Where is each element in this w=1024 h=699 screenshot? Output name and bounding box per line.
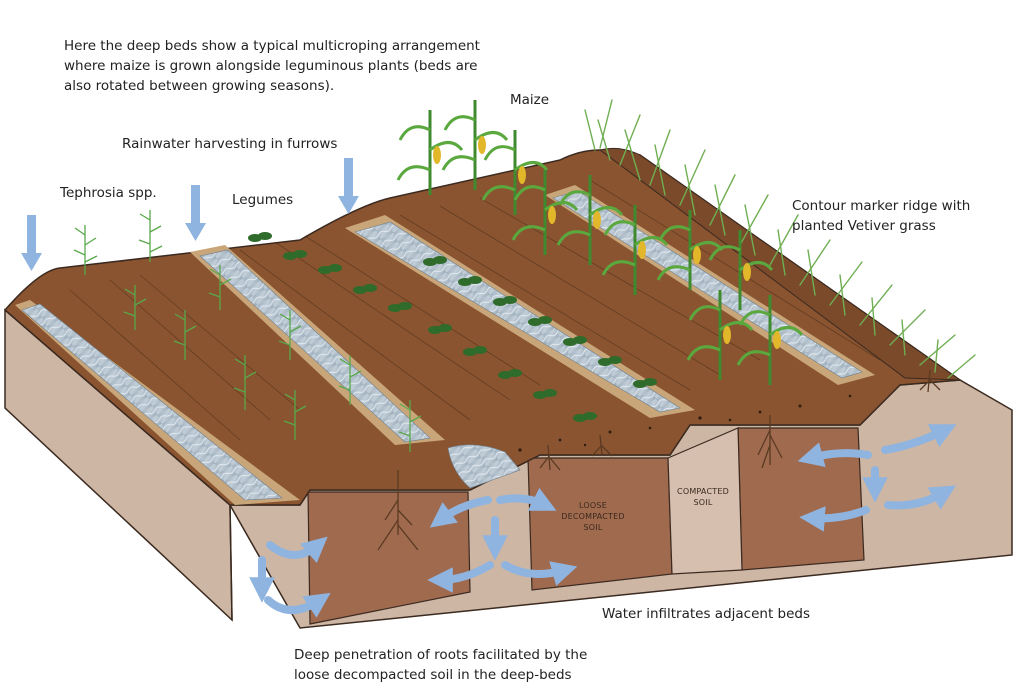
rain-arrow-icon: [185, 185, 206, 241]
rain-arrow-icon: [21, 215, 42, 271]
legume-plant-icon: [283, 250, 307, 260]
tephrosia-plant-icon: [283, 390, 307, 440]
legume-plant-icon: [248, 232, 272, 242]
water-flow-arrow-icon: [501, 561, 578, 586]
maize-plant-icon: [441, 100, 509, 190]
legume-plant-icon: [423, 256, 447, 266]
tephrosia-plant-icon: [233, 355, 257, 410]
root-icon: [377, 470, 419, 551]
root-icon: [757, 415, 783, 469]
tephrosia-plant-icon: [138, 210, 163, 262]
legume-plant-icon: [573, 412, 597, 422]
tephrosia-plant-icon: [173, 310, 197, 360]
field-surface: [3, 147, 963, 506]
legume-plant-icon: [428, 324, 452, 334]
maize-label: Maize: [510, 92, 550, 108]
maize-plant-icon: [601, 205, 669, 295]
compacted-soil-label: COMPACTED SOIL: [677, 487, 729, 507]
water-flow-arrow-icon: [881, 424, 957, 454]
compacted-soil-column: [667, 427, 743, 575]
maize-plants: [396, 100, 804, 385]
legume-plant-icon: [388, 302, 412, 312]
roots-label: Deep penetration of roots facilitated by…: [294, 647, 588, 683]
legume-plant-icon: [598, 356, 622, 366]
tephrosia-plant-icon: [278, 310, 302, 360]
water-flow-arrow-icon: [264, 592, 331, 618]
tephrosia-plant-icon: [73, 225, 98, 275]
legume-plant-icon: [458, 276, 482, 286]
water-flow-arrow-icon: [799, 506, 870, 532]
maize-plant-icon: [481, 130, 549, 215]
legume-plant-icon: [533, 389, 557, 399]
tephrosia-label: Tephrosia spp.: [60, 185, 157, 201]
root-icon: [539, 444, 561, 471]
legume-plant-icon: [563, 336, 587, 346]
tephrosia-plant-icon: [398, 400, 422, 452]
water-flow-arrow-icon: [429, 496, 492, 528]
water-flow-arrow-icon: [797, 442, 872, 468]
legume-plant-icon: [498, 369, 522, 379]
infiltration-label: Water infiltrates adjacent beds: [602, 606, 811, 622]
legume-plant-icon: [493, 296, 517, 306]
vetiver-grass-icon: [584, 99, 976, 379]
water-flow-arrow-icon: [427, 561, 494, 593]
legume-plant-icon: [463, 346, 487, 356]
legume-plant-icon: [633, 378, 657, 388]
intro-text: Here the deep beds show a typical multic…: [64, 38, 480, 94]
rain-arrows: [21, 158, 359, 271]
legume-plants: [248, 232, 657, 422]
tephrosia-plant-icon: [123, 285, 147, 330]
roots: [377, 369, 941, 551]
root-icon: [919, 369, 941, 393]
legume-plant-icon: [353, 284, 377, 294]
maize-plant-icon: [396, 110, 464, 195]
tephrosia-plant-icon: [338, 355, 362, 405]
tephrosia-plant-icon: [208, 265, 232, 310]
water-flow-arrows: [249, 424, 957, 618]
tephrosia-plants: [73, 210, 422, 452]
rainwater-label: Rainwater harvesting in furrows: [122, 136, 338, 152]
water-flow-arrow-icon: [884, 485, 957, 510]
legume-plant-icon: [318, 264, 342, 274]
maize-plant-icon: [686, 290, 754, 380]
maize-plant-icon: [708, 230, 774, 310]
root-icon: [591, 434, 613, 457]
water-flow-arrow-icon: [266, 536, 328, 564]
water-flow-arrow-icon: [496, 487, 557, 511]
contour-ridge-label: Contour marker ridge with planted Vetive…: [792, 198, 971, 234]
loose-soil-label: LOOSE DECOMPACTED SOIL: [561, 501, 625, 532]
maize-plant-icon: [556, 175, 624, 265]
rain-arrow-icon: [338, 158, 359, 214]
legume-plant-icon: [528, 316, 552, 326]
legumes-label: Legumes: [232, 192, 294, 208]
maize-plant-icon: [736, 295, 804, 385]
